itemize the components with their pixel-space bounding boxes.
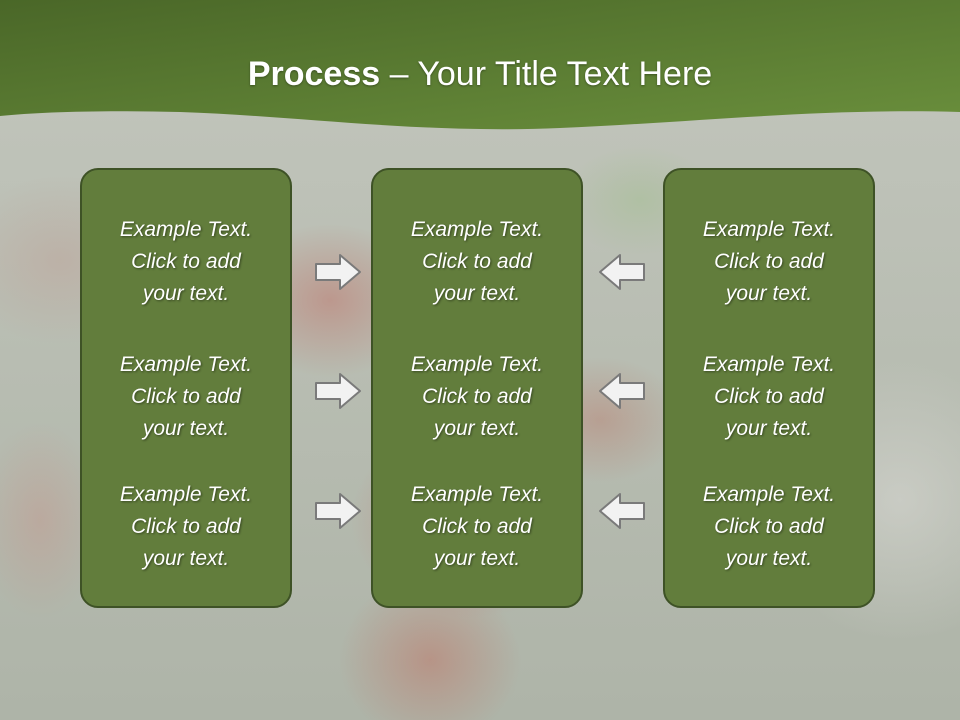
text-line: Click to add — [422, 250, 532, 273]
text-line: Example Text. — [119, 218, 253, 241]
text-line: Click to add — [714, 250, 824, 273]
text-line: your text. — [142, 282, 230, 305]
text-line: Click to add — [131, 250, 241, 273]
text-line: Example Text. — [410, 353, 544, 376]
process-box-left[interactable]: Example Text. Click to add your text. Ex… — [80, 168, 292, 608]
left-arrow-icon[interactable] — [598, 253, 646, 291]
text-line: your text. — [142, 417, 230, 440]
text-line: Click to add — [714, 385, 824, 408]
text-line: Click to add — [131, 385, 241, 408]
text-placeholder[interactable]: Example Text. Click to add your text. — [82, 479, 290, 575]
title-rest-part: – Your Title Text Here — [380, 55, 713, 93]
text-line: your text. — [433, 282, 521, 305]
text-line: your text. — [725, 417, 813, 440]
header-band — [0, 0, 960, 130]
text-placeholder[interactable]: Example Text. Click to add your text. — [665, 349, 873, 445]
text-placeholder[interactable]: Example Text. Click to add your text. — [665, 214, 873, 310]
text-line: Example Text. — [702, 483, 836, 506]
slide-title[interactable]: Process – Your Title Text Here — [0, 52, 960, 96]
right-arrow-icon[interactable] — [314, 253, 362, 291]
text-placeholder[interactable]: Example Text. Click to add your text. — [373, 214, 581, 310]
text-line: your text. — [433, 547, 521, 570]
text-line: Example Text. — [702, 218, 836, 241]
text-placeholder[interactable]: Example Text. Click to add your text. — [82, 349, 290, 445]
text-line: Example Text. — [410, 218, 544, 241]
right-arrow-icon[interactable] — [314, 372, 362, 410]
text-line: Click to add — [422, 515, 532, 538]
text-line: Example Text. — [410, 483, 544, 506]
text-line: Example Text. — [119, 353, 253, 376]
text-line: Click to add — [422, 385, 532, 408]
text-line: Example Text. — [119, 483, 253, 506]
text-line: Click to add — [131, 515, 241, 538]
text-placeholder[interactable]: Example Text. Click to add your text. — [82, 214, 290, 310]
text-line: your text. — [725, 282, 813, 305]
text-line: Example Text. — [702, 353, 836, 376]
text-placeholder[interactable]: Example Text. Click to add your text. — [373, 349, 581, 445]
left-arrow-icon[interactable] — [598, 492, 646, 530]
text-placeholder[interactable]: Example Text. Click to add your text. — [373, 479, 581, 575]
left-arrow-icon[interactable] — [598, 372, 646, 410]
text-line: your text. — [142, 547, 230, 570]
title-bold-part: Process — [247, 55, 381, 93]
text-line: your text. — [433, 417, 521, 440]
process-box-right[interactable]: Example Text. Click to add your text. Ex… — [663, 168, 875, 608]
text-placeholder[interactable]: Example Text. Click to add your text. — [665, 479, 873, 575]
right-arrow-icon[interactable] — [314, 492, 362, 530]
text-line: Click to add — [714, 515, 824, 538]
text-line: your text. — [725, 547, 813, 570]
process-box-center[interactable]: Example Text. Click to add your text. Ex… — [371, 168, 583, 608]
